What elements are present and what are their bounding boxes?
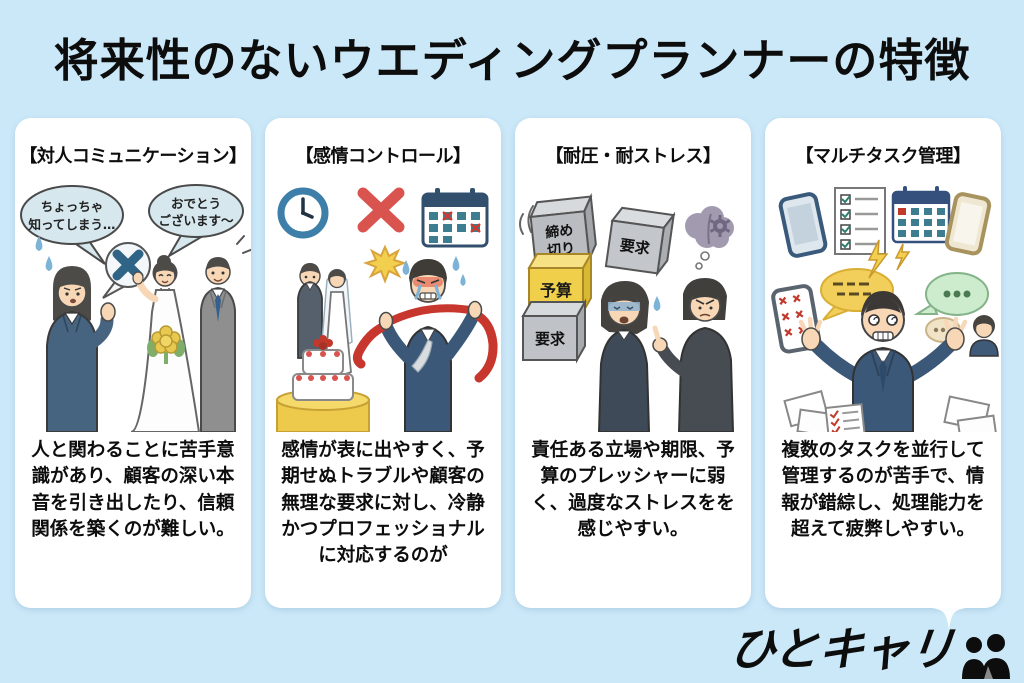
card-stress-tolerance: 【耐圧・耐ストレス】 締め 切り 要求 予算 [515,118,751,608]
box-budget: 予算 [527,250,593,316]
phone-icon-top-right [944,192,992,256]
card-multitask-management: 【マルチタスク管理】 [765,118,1001,608]
chat-bubble-green [913,272,989,316]
svg-text:ございます～: ございます～ [158,213,234,228]
illustration-emotion-control [276,187,498,432]
card-interpersonal-communication: 【対人コミュニケーション】 ちょっちゃ 知ってしまう… おでとう ございます～ [15,118,251,608]
svg-text:要求: 要求 [535,330,566,348]
brand-logo-text: ひとキャリ [727,622,957,676]
speech-bubble-left: ちょっちゃ 知ってしまう… [20,185,124,265]
angry-woman [652,278,735,432]
brain-icon [685,206,734,270]
box-deadline: 締め 切り [529,192,597,266]
clock-icon [277,187,329,239]
illustration-multitask [771,186,999,432]
svg-text:予算: 予算 [540,281,572,300]
groom [200,235,251,432]
calendar-icon [421,188,489,248]
svg-text:要求: 要求 [619,236,652,258]
wedding-couple [297,263,353,376]
flying-papers [783,390,998,432]
brand-logo: ひとキャリ [727,613,1012,679]
bride [130,255,201,432]
speech-bubble-right: おでとう ございます～ [148,184,244,259]
x-icon-red [357,187,405,233]
illustration-stress: 締め 切り 要求 予算 要求 [519,192,735,432]
motion-lines [519,205,534,235]
phone-icon-top-left [778,192,828,258]
card-header: 【感情コントロール】 [295,146,472,167]
page-title: 将来性のないウエディングプランナーの特徴 [53,34,971,87]
burst-icon [362,244,408,284]
crying-planner-man [352,256,498,432]
box-demand-bottom: 要求 [521,298,587,364]
card-grid: 【対人コミュニケーション】 ちょっちゃ 知ってしまう… おでとう ございます～ [15,118,1001,608]
card-header: 【対人コミュニケーション】 [19,146,247,167]
card-header: 【耐圧・耐ストレス】 [545,146,722,167]
card-emotion-control: 【感情コントロール】 [265,118,501,608]
brand-people-icon [962,634,1010,679]
svg-text:締め: 締め [545,222,575,242]
sparkle-icon [932,591,966,631]
card-body-text: 複数のタスクを並行して管理するのが苦手で、情報が錯綜し、処理能力を超えて疲弊しや… [781,440,985,540]
card-body-text: 人と関わることに苦手意識があり、顧客の深い本音を引き出したり、信頼関係を築くのが… [31,440,235,540]
lightning-icon [867,239,911,279]
svg-text:知ってしまう…: 知ってしまう… [28,217,116,232]
card-header: 【マルチタスク管理】 [795,146,972,167]
wedding-cake [276,335,370,432]
svg-text:ちょっちゃ: ちょっちゃ [41,199,104,214]
stressed-woman [597,281,661,432]
client-avatar [969,315,999,357]
illustration-interpersonal: ちょっちゃ 知ってしまう… おでとう ございます～ [20,184,251,432]
svg-text:おでとう: おでとう [171,196,221,211]
bouquet [147,325,185,364]
calendar-icon [891,186,951,244]
planner-woman [35,236,116,432]
panicked-planner-man [798,291,968,432]
card-body-text: 感情が表に出やすく、予期せぬトラブルや顧客の無理な要求に対し、冷静かつプロフェッ… [281,440,485,567]
box-demand-top: 要求 [604,206,676,277]
card-body-text: 責任ある立場や期限、予算のプレッシャーに弱く、過度なストレスをを感じやすい。 [531,440,735,540]
